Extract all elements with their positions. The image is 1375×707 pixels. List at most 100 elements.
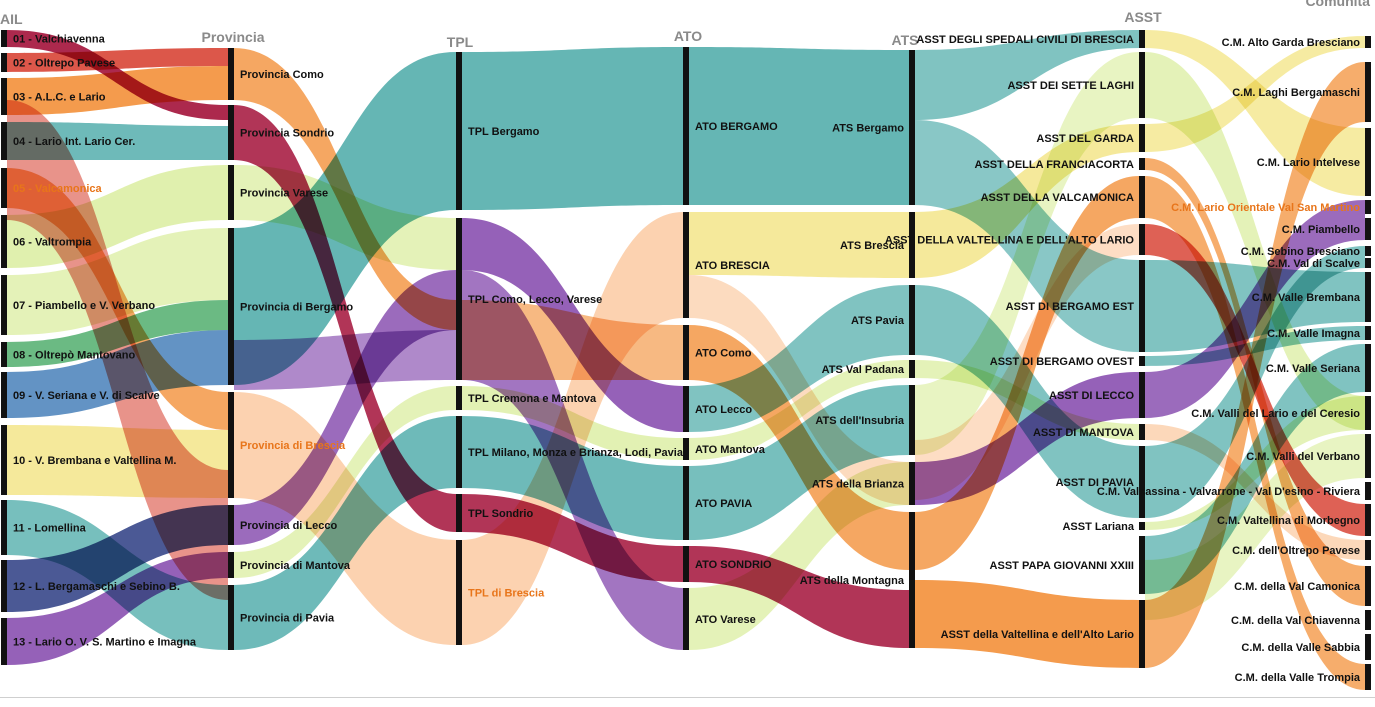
sankey-node-bar <box>909 212 915 278</box>
sankey-node-bar <box>1139 176 1145 218</box>
node-label: ATS della Montagna <box>800 575 905 587</box>
node-label: C.M. Valle Seriana <box>1266 363 1361 375</box>
sankey-node-bar <box>1139 158 1145 170</box>
node-label: ASST DEL GARDA <box>1036 133 1134 145</box>
node-label: C.M. Valli del Lario e del Ceresio <box>1191 408 1360 420</box>
node-label: C.M. Valtellina di Morbegno <box>1217 515 1360 527</box>
sankey-node-bar <box>228 105 234 160</box>
node-label: C.M. della Valle Sabbia <box>1241 642 1360 654</box>
node-label: ASST DELLA FRANCIACORTA <box>975 159 1135 171</box>
sankey-nodes <box>1 30 1371 690</box>
sankey-node-bar <box>456 386 462 410</box>
node-label: Provincia di Brescia <box>240 440 346 452</box>
sankey-link <box>1145 200 1365 418</box>
node-label: Provincia Varese <box>240 188 328 200</box>
node-label: Provincia di Mantova <box>240 560 351 572</box>
node-label: TPL Cremona e Mantova <box>468 393 597 405</box>
node-label: ATS Val Padana <box>822 364 905 376</box>
sankey-link <box>689 360 909 460</box>
sankey-node-bar <box>1365 504 1371 536</box>
sankey-node-bar <box>228 505 234 545</box>
node-label: ASST DELLA VALCAMONICA <box>981 192 1134 204</box>
sankey-link <box>1145 176 1365 690</box>
sankey-link <box>1145 36 1365 152</box>
sankey-node-bar <box>456 416 462 488</box>
node-label: ATO BERGAMO <box>695 121 778 133</box>
node-label: ATO Mantova <box>695 444 766 456</box>
sankey-node-bar <box>1139 30 1145 48</box>
sankey-link <box>1145 52 1365 430</box>
sankey-link <box>689 385 909 540</box>
sankey-node-bar <box>1365 326 1371 340</box>
sankey-node-bar <box>1 122 7 160</box>
sankey-node-bar <box>683 438 689 460</box>
node-label: ATO Lecco <box>695 404 752 416</box>
node-label: C.M. Valle Brembana <box>1252 292 1361 304</box>
sankey-node-bar <box>1365 246 1371 256</box>
node-label: ASST DELLA VALTELLINA E DELL'ALTO LARIO <box>885 235 1135 247</box>
sankey-link <box>1145 434 1365 620</box>
node-label: C.M. della Val Chiavenna <box>1231 615 1361 627</box>
sankey-node-bar <box>909 50 915 205</box>
sankey-node-bar <box>909 385 915 455</box>
node-label: Provincia Como <box>240 69 324 81</box>
sankey-node-bar <box>456 218 462 380</box>
sankey-node-bar <box>683 546 689 582</box>
node-label: TPL Sondrio <box>468 508 533 520</box>
column-title: TPL <box>447 34 474 50</box>
node-label: ATO PAVIA <box>695 498 752 510</box>
sankey-node-bar <box>228 585 234 650</box>
node-label: C.M. dell'Oltrepo Pavese <box>1232 545 1360 557</box>
sankey-node-bar <box>1365 610 1371 630</box>
node-label: C.M. della Val Camonica <box>1234 581 1361 593</box>
sankey-node-bar <box>1365 36 1371 48</box>
sankey-node-bar <box>1 425 7 495</box>
node-label: ATO SONDRIO <box>695 559 772 571</box>
sankey-node-bar <box>1365 482 1371 500</box>
sankey-node-bar <box>1365 200 1371 214</box>
sankey-link <box>689 212 909 278</box>
sankey-node-bar <box>1365 396 1371 430</box>
sankey-node-bar <box>683 386 689 432</box>
sankey-node-bar <box>1 560 7 612</box>
node-label: C.M. Sebino Bresciano <box>1241 246 1360 258</box>
node-label: Provincia di Lecco <box>240 520 337 532</box>
node-label: 01 - Valchiavenna <box>13 34 106 46</box>
node-label: 11 - Lomellina <box>13 523 87 535</box>
node-label: ATS dell'Insubria <box>815 415 904 427</box>
column-title: Comunità <box>1305 0 1370 9</box>
sankey-node-bar <box>1365 344 1371 392</box>
node-label: C.M. Valle Imagna <box>1267 328 1361 340</box>
node-label: C.M. Lario Orientale Val San Martino <box>1171 202 1360 214</box>
sankey-link <box>462 300 683 380</box>
sankey-node-bar <box>1139 536 1145 594</box>
sankey-node-bar <box>1365 218 1371 240</box>
node-label: C.M. Valsassina - Valvarrone - Val D'esi… <box>1097 486 1361 498</box>
sankey-node-bar <box>1139 424 1145 440</box>
sankey-link <box>689 462 909 650</box>
column-title: ASST <box>1124 9 1162 25</box>
sankey-node-bar <box>228 392 234 498</box>
sankey-node-bar <box>1 342 7 367</box>
sankey-link <box>689 285 909 432</box>
sankey-node-bar <box>1139 600 1145 668</box>
node-label: ASST DEI SETTE LAGHI <box>1007 80 1134 92</box>
sankey-node-bar <box>1 168 7 208</box>
node-label: C.M. Val di Scalve <box>1267 258 1360 270</box>
node-label: ATS Pavia <box>851 315 905 327</box>
sankey-node-bar <box>1365 434 1371 478</box>
sankey-node-bar <box>1 372 7 418</box>
node-label: ASST DI MANTOVA <box>1033 427 1134 439</box>
node-label: ATS Bergamo <box>832 123 904 135</box>
sankey-link <box>234 416 456 650</box>
sankey-node-bar <box>909 512 915 648</box>
node-label: C.M. della Valle Trompia <box>1235 672 1361 684</box>
node-label: TPL di Brescia <box>468 588 545 600</box>
node-label: ATO Varese <box>695 614 756 626</box>
node-label: 05 - Valcamonica <box>13 183 103 195</box>
node-label: 07 - Piambello e V. Verbano <box>13 300 155 312</box>
sankey-link <box>462 47 683 210</box>
node-label: ASST della Valtellina e dell'Alto Lario <box>941 629 1135 641</box>
